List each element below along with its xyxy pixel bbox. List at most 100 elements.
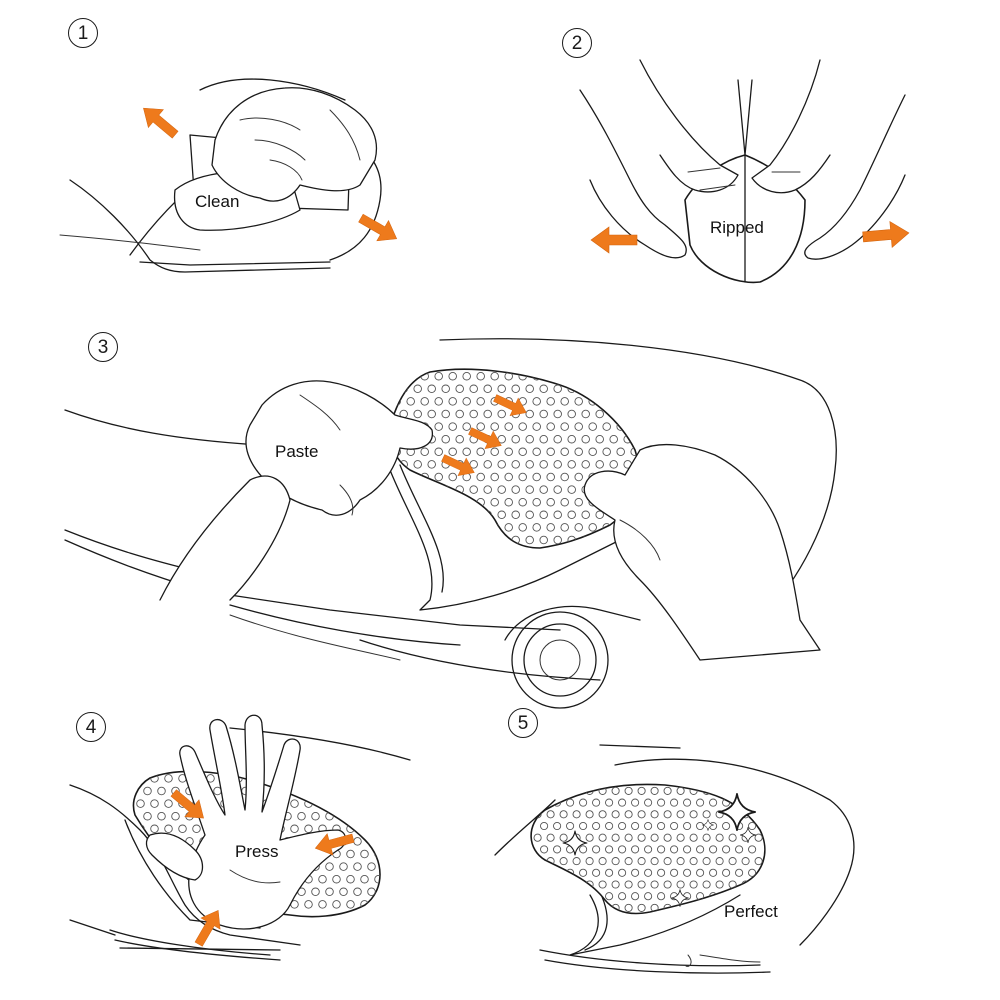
pad-dot <box>518 523 527 532</box>
pad-dot <box>164 799 173 808</box>
pad-dot <box>192 824 201 834</box>
pad-dot <box>455 409 464 419</box>
pad-dot <box>532 497 541 507</box>
pad-dot <box>748 892 757 901</box>
pad-dot <box>631 868 640 877</box>
pad-dot <box>670 798 679 807</box>
pad-dot <box>560 523 569 532</box>
pad-dot <box>374 799 380 808</box>
pad-dot <box>434 523 443 532</box>
pad-dot <box>754 810 763 819</box>
pad-dot <box>567 460 576 469</box>
pad-dot <box>136 900 145 909</box>
pad-dot <box>346 799 355 808</box>
pad-dot <box>644 821 653 831</box>
pad-dot <box>702 810 711 819</box>
pad-dot <box>539 485 548 494</box>
pad-dot <box>735 868 744 877</box>
step-number-1: 1 <box>68 18 98 48</box>
pad-dot <box>715 810 724 819</box>
pad-dot <box>624 857 633 866</box>
pad-dot <box>553 384 562 394</box>
pad-dot <box>657 892 666 901</box>
pad-dot <box>728 786 737 795</box>
pad-dot <box>650 786 659 795</box>
pad-dot <box>448 447 457 457</box>
pad-dot <box>476 523 485 532</box>
pad-dot <box>709 845 718 854</box>
pad-dot <box>360 799 369 808</box>
pad-dot <box>367 887 376 897</box>
pad-dot <box>150 799 159 808</box>
pad-dot <box>657 868 666 877</box>
pad-dot <box>567 409 576 419</box>
pad-dot <box>353 811 362 821</box>
pad-dot <box>696 868 705 877</box>
pad-dot <box>748 868 757 877</box>
pad-dot <box>709 868 718 877</box>
pad-dot <box>605 845 614 854</box>
pad-dot <box>574 371 583 381</box>
pad-dot <box>455 384 464 394</box>
pad-dot <box>611 880 620 889</box>
pad-dot <box>741 786 750 795</box>
pad-dot <box>574 397 583 406</box>
pad-dot <box>157 811 166 821</box>
pad-dot <box>448 523 457 532</box>
pad-dot <box>374 874 380 884</box>
pad-dot <box>406 472 415 482</box>
pad-dot <box>676 880 685 889</box>
pad-dot <box>637 786 646 795</box>
pad-dot <box>618 845 627 854</box>
pad-dot <box>427 409 436 419</box>
pad-dot <box>572 880 581 889</box>
pad-dot <box>689 833 698 842</box>
pad-dot <box>297 811 306 821</box>
pad-dot <box>339 811 348 821</box>
pad-dot <box>367 786 376 796</box>
pad-dot <box>657 798 666 807</box>
pad-dot <box>490 422 499 431</box>
pad-dot <box>304 824 313 834</box>
pad-dot <box>689 810 698 819</box>
pad-dot <box>290 824 299 834</box>
pad-dot <box>546 397 555 406</box>
pad-dot <box>559 903 568 912</box>
pad-dot <box>553 510 562 520</box>
pad-dot <box>574 472 583 482</box>
pad-dot <box>483 384 492 394</box>
pad-dot <box>574 497 583 507</box>
pad-dot <box>618 798 627 807</box>
pad-dot <box>616 371 625 381</box>
pad-dot <box>533 903 542 912</box>
step-number-2: 2 <box>562 28 592 58</box>
pad-dot <box>560 371 569 381</box>
pad-dot <box>434 371 443 381</box>
pad-dot <box>490 497 499 507</box>
pad-dot <box>676 810 685 819</box>
pad-dot <box>553 485 562 494</box>
pad-dot <box>624 880 633 889</box>
pad-dot <box>525 460 534 469</box>
pad-dot <box>476 422 485 431</box>
pad-dot <box>325 786 334 796</box>
pad-dot <box>585 810 594 819</box>
pad-dot <box>560 397 569 406</box>
pad-dot <box>311 887 320 897</box>
pad-dot <box>631 892 640 901</box>
pad-dot <box>540 892 549 901</box>
pad-dot <box>559 857 568 866</box>
pad-dot <box>539 460 548 469</box>
pad-dot <box>741 857 750 866</box>
pad-dot <box>462 497 471 507</box>
pad-dot <box>560 422 569 431</box>
pad-dot <box>511 434 520 444</box>
pad-dot <box>605 821 614 831</box>
pad-dot <box>546 422 555 431</box>
pad-dot <box>490 371 499 381</box>
pad-dot <box>434 497 443 507</box>
caption-press: Press <box>235 842 279 861</box>
pad-dot <box>490 447 499 457</box>
pad-dot <box>469 485 478 494</box>
pad-dot <box>469 535 478 545</box>
